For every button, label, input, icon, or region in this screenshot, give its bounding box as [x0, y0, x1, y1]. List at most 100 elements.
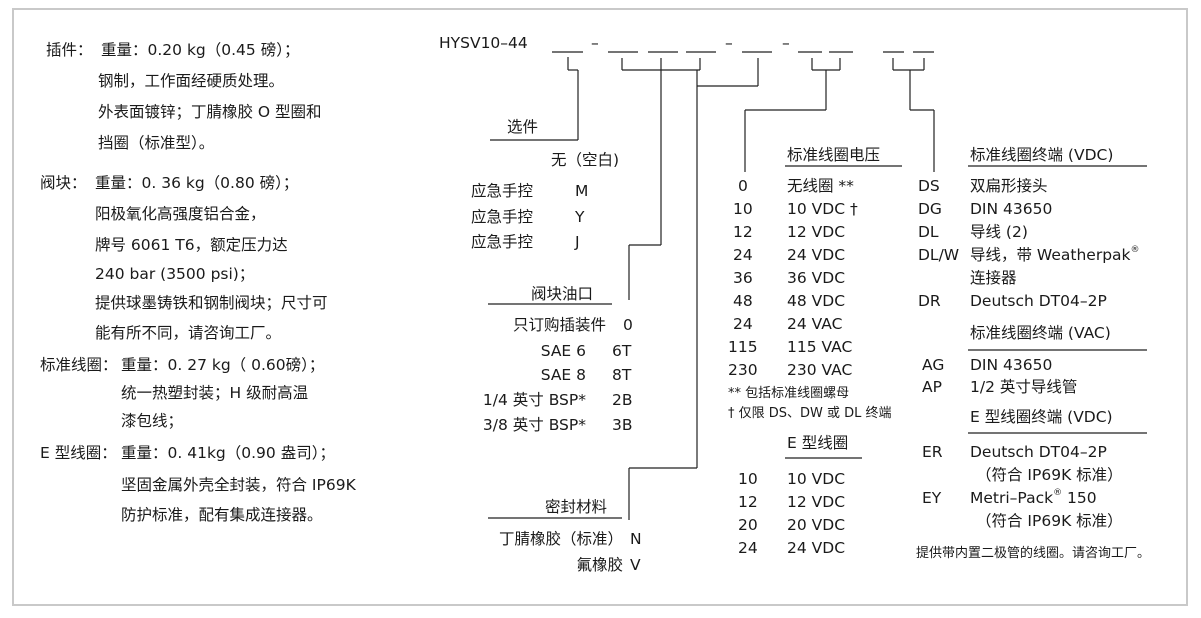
seal-label: 丁腈橡胶（标准） — [498, 530, 623, 548]
port-label: SAE 6 — [540, 342, 586, 360]
voltage-label: 230 VAC — [787, 361, 853, 379]
options-title: 选件 — [507, 118, 539, 136]
document-frame — [12, 8, 1188, 606]
port-label: SAE 8 — [540, 366, 586, 384]
port-code: 8T — [612, 366, 632, 384]
std-coil-encapsulation: 统一热塑封装；H 级耐高温 — [121, 384, 309, 402]
term-vac-title: 标准线圈终端 (VAC) — [970, 324, 1111, 342]
e-voltage-title: E 型线圈 — [787, 434, 849, 452]
term-label: DIN 43650 — [970, 200, 1053, 218]
voltage-code: 230 — [728, 361, 758, 379]
body-pressure: 240 bar (3500 psi)； — [95, 265, 255, 283]
option-label: 应急手控 — [471, 182, 534, 200]
voltage-code: 115 — [728, 338, 758, 356]
port-code: 2B — [612, 391, 633, 409]
term-label: Deutsch DT04–2P — [970, 443, 1107, 461]
e-voltage-code: 20 — [738, 516, 758, 534]
option-code: M — [575, 182, 589, 200]
e-coil-label: E 型线圈： — [40, 444, 117, 462]
term-code: DG — [918, 200, 942, 218]
term-label: 1/2 英寸导线管 — [970, 378, 1078, 396]
std-coil-label: 标准线圈： — [40, 356, 118, 374]
voltage-code: 0 — [738, 177, 748, 195]
voltage-note: ** 包括标准线圈螺母 — [728, 386, 850, 401]
term-code: EY — [922, 489, 942, 507]
insert-weight: 重量：0.20 kg（0.45 磅）； — [101, 41, 300, 59]
model-separator: – — [725, 34, 733, 52]
seal-code: V — [630, 556, 641, 574]
port-label: 1/4 英寸 BSP* — [482, 391, 586, 409]
option-code: Y — [575, 208, 585, 226]
insert-label: 插件： — [46, 41, 93, 59]
body-options-2: 能有所不同，请咨询工厂。 — [95, 324, 282, 342]
body-grade: 牌号 6061 T6，额定压力达 — [95, 236, 288, 254]
voltage-label: 24 VAC — [787, 315, 843, 333]
voltage-code: 12 — [733, 223, 753, 241]
ports-title: 阀块油口 — [531, 285, 594, 303]
body-options: 提供球墨铸铁和钢制阀块；尺寸可 — [95, 294, 328, 312]
term-label: 导线，带 Weatherpak® — [970, 245, 1140, 265]
term-code: DL/W — [918, 246, 960, 264]
term-e-title: E 型线圈终端 (VDC) — [970, 408, 1113, 426]
voltage-label: 48 VDC — [787, 292, 846, 310]
body-label: 阀块： — [40, 174, 87, 192]
option-label: 应急手控 — [471, 208, 534, 226]
voltage-code: 36 — [733, 269, 753, 287]
term-code: AP — [922, 378, 942, 396]
term-label-2: 连接器 — [970, 269, 1017, 287]
voltage-title: 标准线圈电压 — [787, 146, 881, 164]
voltage-code: 10 — [733, 200, 753, 218]
term-label: 双扁形接头 — [970, 177, 1048, 195]
term-code: ER — [922, 443, 943, 461]
registered-mark: ® — [1130, 245, 1140, 255]
e-voltage-code: 10 — [738, 470, 758, 488]
std-coil-wire: 漆包线； — [121, 412, 184, 430]
seals-title: 密封材料 — [545, 498, 608, 516]
e-voltage-label: 24 VDC — [787, 539, 846, 557]
option-code: J — [575, 233, 580, 251]
option-label: 应急手控 — [471, 233, 534, 251]
voltage-note: † 仅限 DS、DW 或 DL 终端 — [728, 406, 892, 421]
footer-note: 提供带内置二极管的线圈。请咨询工厂。 — [916, 546, 1151, 561]
term-label: Deutsch DT04–2P — [970, 292, 1107, 310]
term-label-2: （符合 IP69K 标准） — [976, 466, 1123, 484]
e-coil-housing: 坚固金属外壳全封装，符合 IP69K — [121, 476, 356, 494]
body-weight: 重量：0. 36 kg（0.80 磅）； — [95, 174, 299, 192]
e-voltage-label: 10 VDC — [787, 470, 846, 488]
term-code: DL — [918, 223, 939, 241]
voltage-code: 24 — [733, 315, 753, 333]
e-voltage-label: 20 VDC — [787, 516, 846, 534]
term-code: DS — [918, 177, 940, 195]
model-code: HYSV10–44 — [439, 34, 528, 52]
insert-finish-2: 挡圈（标准型）。 — [98, 134, 215, 152]
insert-finish: 外表面镀锌；丁腈橡胶 O 型圈和 — [98, 103, 322, 121]
seal-label: 氟橡胶 — [576, 556, 623, 574]
term-label-2: （符合 IP69K 标准） — [976, 512, 1123, 530]
voltage-label: 10 VDC † — [787, 200, 858, 218]
voltage-code: 48 — [733, 292, 753, 310]
e-voltage-code: 12 — [738, 493, 758, 511]
term-code: DR — [918, 292, 941, 310]
std-coil-weight: 重量：0. 27 kg（ 0.60磅）； — [121, 356, 325, 374]
voltage-label: 24 VDC — [787, 246, 846, 264]
term-label: 导线 (2) — [970, 223, 1028, 241]
port-label: 3/8 英寸 BSP* — [482, 416, 586, 434]
e-coil-weight: 重量：0. 41kg（0.90 盎司）； — [121, 444, 335, 462]
voltage-label: 无线圈 ** — [787, 177, 854, 195]
e-voltage-code: 24 — [738, 539, 758, 557]
option-label: 无（空白) — [551, 151, 620, 169]
port-label: 只订购插装件 — [512, 316, 606, 334]
voltage-label: 115 VAC — [787, 338, 853, 356]
insert-material: 钢制，工作面经硬质处理。 — [98, 72, 285, 90]
registered-mark: ® — [1053, 488, 1063, 498]
model-separator: – — [591, 34, 599, 52]
voltage-label: 36 VDC — [787, 269, 846, 287]
term-label: Metri–Pack® 150 — [970, 488, 1097, 508]
body-material: 阳极氧化高强度铝合金， — [95, 205, 266, 223]
term-label-suffix: 150 — [1062, 489, 1097, 507]
term-code: AG — [922, 356, 945, 374]
port-code: 6T — [612, 342, 632, 360]
term-label-text: 导线，带 Weatherpak — [970, 246, 1131, 264]
seal-code: N — [630, 530, 642, 548]
